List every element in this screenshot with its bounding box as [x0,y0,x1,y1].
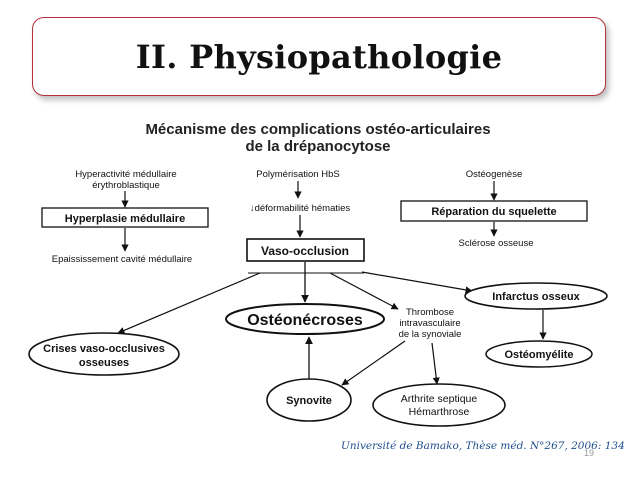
osteomyelite-label: Ostéomyélite [504,349,573,361]
arrow-vaso-crises [117,272,261,334]
crises-ellipse [28,332,180,376]
vaso-occlusion-box [246,238,365,262]
reparation-label: Réparation du squelette [431,206,556,218]
hyperplasie-box [41,207,209,228]
thrombose-label-2: intravasculaire [399,318,460,329]
complications-diagram: Mécanisme des complications ostéo-articu… [28,121,608,427]
arrow-vaso-infarctus [361,271,473,294]
arthrite-ellipse [372,383,506,427]
sclerose-label: Sclérose osseuse [459,238,534,249]
title-box: II. Physiopathologie [32,17,606,96]
diagram-heading-line2: de la drépanocytose [245,138,390,155]
osteogenese-label: Ostéogenèse [466,169,523,180]
arthrite-label-2: Hémarthrose [409,406,470,418]
hyperactivite-label-2: érythroblastique [92,180,160,191]
reparation-box [400,200,588,222]
hyperactivite-label-1: Hyperactivité médullaire [75,169,176,180]
arrow-thrombose-arthrite [431,342,440,385]
infarctus-label: Infarctus osseux [492,291,580,303]
deformabilite-label: ↓déformabilité hématies [250,203,351,214]
crises-label-1: Crises vaso-occlusives [43,343,165,355]
arrow-vaso-thrombose [329,272,399,310]
thrombose-label-1: Thrombose [406,307,454,318]
infarctus-ellipse [464,282,608,310]
page-number: 19 [584,448,595,458]
osteonecroses-ellipse [225,303,385,335]
osteomyelite-ellipse [485,340,593,368]
arrow-thrombose-synovite [341,340,406,386]
diagram-heading-line1: Mécanisme des complications ostéo-articu… [145,121,490,138]
arthrite-label-1: Arthrite septique [401,393,478,405]
epaississement-label: Epaississement cavité médullaire [52,254,192,265]
crises-label-2: osseuses [79,357,129,369]
synovite-label: Synovite [286,395,332,407]
vaso-occlusion-label: Vaso-occlusion [261,244,349,258]
hyperplasie-label: Hyperplasie médullaire [65,213,185,225]
polymerisation-label: Polymérisation HbS [256,169,339,180]
slide-title: II. Physiopathologie [135,37,503,76]
osteonecroses-label: Ostéonécroses [247,312,363,329]
thrombose-label-3: de la synoviale [399,329,462,340]
source-citation: Université de Bamako, Thèse méd. N°267, … [341,440,625,452]
